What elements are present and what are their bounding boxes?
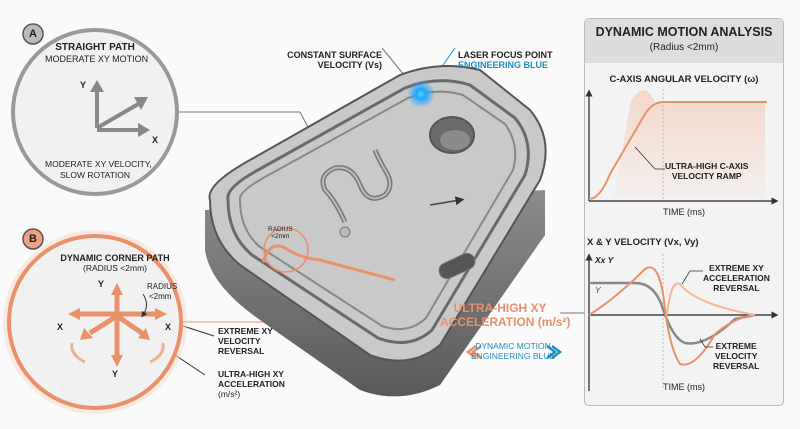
- circle-a-caption-2: SLOW ROTATION: [59, 170, 131, 180]
- circle-a-axis-x: X: [152, 135, 159, 145]
- panel-subtitle: (Radius <2mm): [649, 42, 719, 53]
- axis-arrows-icon: [90, 80, 150, 137]
- callout-line: RADIUS: [268, 226, 293, 233]
- circle-a-subtitle: MODERATE XY MOTION: [45, 54, 149, 64]
- annotation-line: EXTREME: [715, 341, 757, 351]
- chart2: [585, 253, 779, 391]
- circle-b-radius-2: <2mm: [149, 292, 172, 301]
- circle-b-axis-x-left: X: [57, 322, 64, 332]
- callout-line: LASER FOCUS POINT: [458, 50, 553, 60]
- chart1-xlabel: TIME (ms): [663, 207, 705, 217]
- annotation-line: ACCELERATION: [703, 272, 770, 283]
- workpiece-graphic: [205, 65, 547, 397]
- annotation-line: VELOCITY RAMP: [671, 170, 742, 181]
- callout-line: ENGINEERING BLUE: [470, 350, 556, 361]
- callout-line: VELOCITY (Vs): [317, 60, 382, 71]
- chart1: [585, 89, 779, 205]
- y-velocity-curve: [589, 281, 756, 345]
- chart2-title: X & Y VELOCITY (Vx, Vy): [587, 237, 699, 248]
- circle-b-title: DYNAMIC CORNER PATH: [60, 253, 170, 263]
- callout-line: VELOCITY: [218, 335, 261, 346]
- chart1-title: C-AXIS ANGULAR VELOCITY (ω): [609, 74, 759, 85]
- callout-line: CONSTANT SURFACE: [287, 50, 382, 60]
- annotation-line: REVERSAL: [713, 360, 760, 371]
- callout-line: ULTRA-HIGH XY: [218, 369, 284, 379]
- chart2-label-xy: Xx Y: [595, 255, 614, 265]
- callout-line: ENGINEERING BLUE: [458, 60, 549, 71]
- chart2-xlabel: TIME (ms): [663, 382, 705, 392]
- callout-line: (m/s²): [218, 388, 241, 399]
- annotation-line: ULTRA-HIGH C-AXIS: [665, 161, 749, 171]
- circle-b-radius-1: RADIUS: [147, 282, 178, 291]
- circle-a-caption-1: MODERATE XY VELOCITY,: [45, 159, 152, 169]
- circle-b-axis-x-right: X: [165, 322, 172, 332]
- chevron-left-icon: [465, 345, 482, 359]
- callout-line: REVERSAL: [218, 345, 265, 356]
- panel-charts: [585, 89, 779, 391]
- dynamic-motion-analysis-panel: DYNAMIC MOTION ANALYSIS (Radius <2mm) C-…: [584, 18, 784, 406]
- annotation-line: EXTREME XY: [709, 263, 764, 273]
- callout-line: ACCELERATION: [218, 378, 285, 389]
- circle-b-subtitle: (RADIUS <2mm): [83, 263, 147, 273]
- callout-line: DYNAMIC MOTION: [475, 341, 551, 351]
- panel-header: [585, 19, 783, 63]
- circle-b-graphic: [3, 228, 187, 414]
- acceleration-curve: [666, 282, 756, 316]
- circle-b-axis-y-top: Y: [98, 279, 105, 289]
- laser-focus-point-icon: [407, 80, 435, 108]
- circle-b-axis-y-bottom: Y: [112, 369, 119, 379]
- badge-a: A: [29, 28, 37, 40]
- callout-line: EXTREME XY: [218, 326, 273, 336]
- part-radius-label: RADIUS<2mm: [268, 226, 293, 241]
- chart2-label-y: Y: [595, 285, 601, 295]
- annotation-line: REVERSAL: [713, 282, 760, 293]
- callout-line: ULTRA-HIGH XY: [453, 301, 547, 315]
- chevron-right-icon: [546, 345, 563, 359]
- panel-title: DYNAMIC MOTION ANALYSIS: [595, 25, 773, 39]
- circle-a-graphic: [11, 23, 179, 196]
- callout-line: ACCELERATION (m/s²): [440, 314, 571, 329]
- circle-a-axis-y: Y: [80, 80, 87, 90]
- circle-a-title: STRAIGHT PATH: [55, 42, 135, 53]
- annotation-line: VELOCITY: [714, 350, 758, 361]
- x-velocity-curve: [588, 266, 756, 366]
- omega-curve: [588, 101, 767, 200]
- callout-line: <2mm: [271, 233, 290, 241]
- badge-b: B: [29, 233, 37, 245]
